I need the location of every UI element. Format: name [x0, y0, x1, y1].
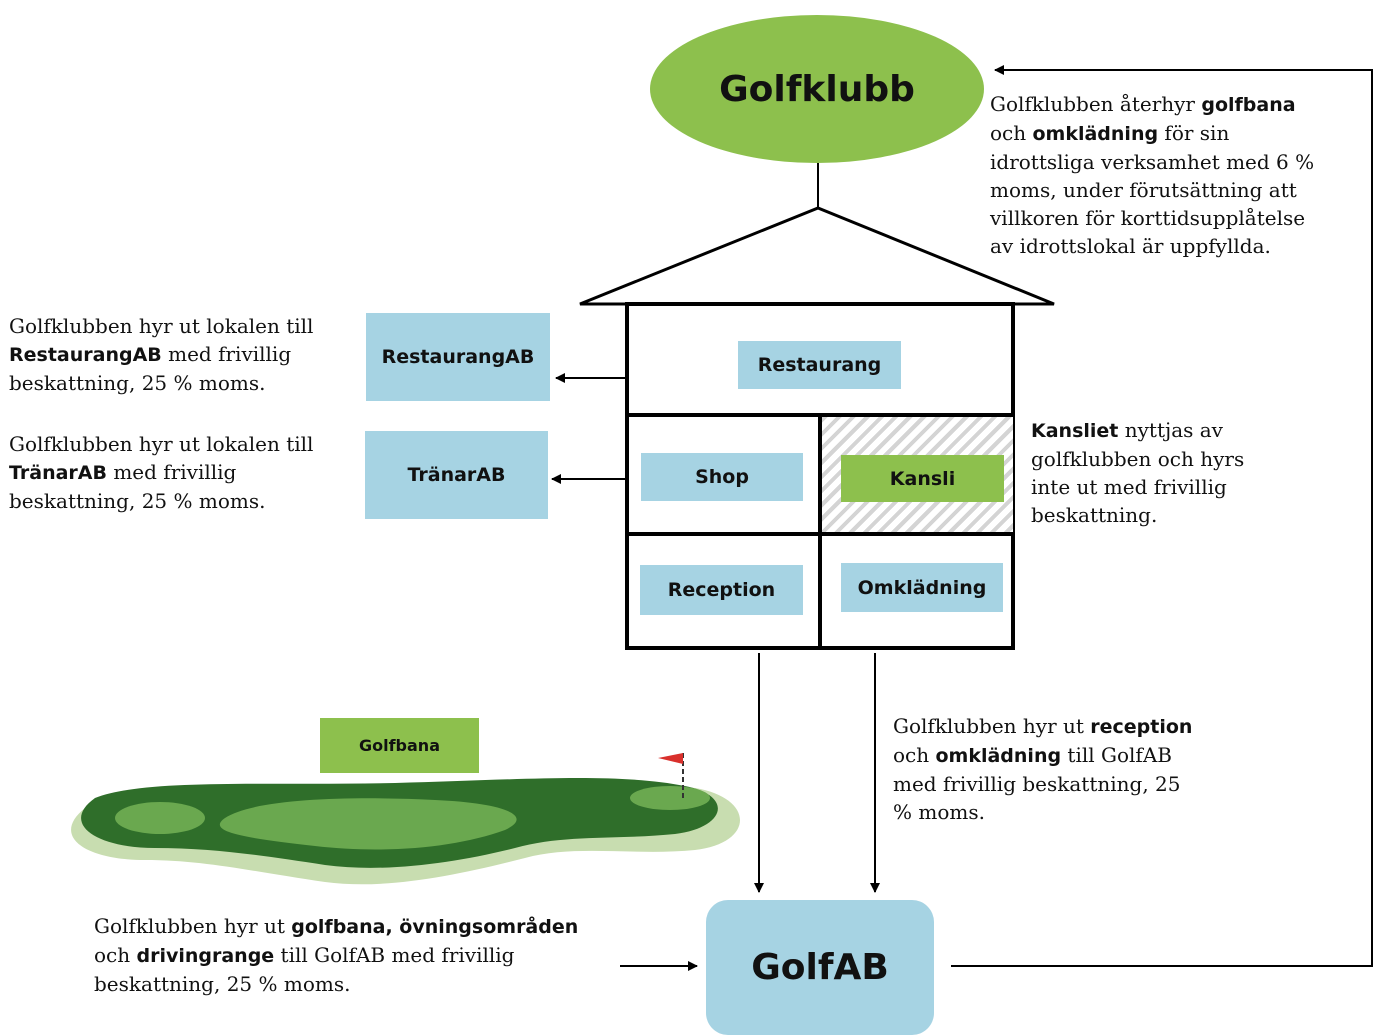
house-roof	[579, 206, 1055, 306]
golfklubb-label: Golfklubb	[719, 68, 915, 110]
course-fairway-light	[219, 798, 517, 850]
note-tranarab: Golfklubben hyr ut lokalen till TränarAB…	[9, 432, 314, 513]
course-tee-area	[115, 802, 205, 834]
room-kansli: Kansli	[841, 455, 1004, 502]
golfab-label: GolfAB	[751, 947, 889, 988]
note-restaurangab: Golfklubben hyr ut lokalen till Restaura…	[9, 314, 314, 395]
golfbana-label-box: Golfbana	[320, 718, 479, 773]
room-reception: Reception	[640, 565, 803, 615]
course-green	[630, 786, 710, 810]
golfab-node: GolfAB	[706, 900, 934, 1035]
restaurangab-node: RestaurangAB	[366, 313, 550, 401]
golf-course-illustration	[71, 753, 741, 885]
room-omkladning: Omklädning	[841, 563, 1003, 612]
course-flag	[658, 753, 683, 764]
note-reception-omkladning: Golfklubben hyr ut reception och omklädn…	[893, 714, 1193, 824]
room-shop: Shop	[641, 453, 803, 501]
return-line-golfab-to-golfklubb	[951, 65, 1373, 967]
room-restaurang: Restaurang	[738, 341, 901, 389]
note-golfbana: Golfklubben hyr ut golfbana, övningsområ…	[94, 914, 579, 996]
note-kansliet: Kansliet nyttjas av golfklubben och hyrs…	[1031, 418, 1245, 527]
golfklubb-node: Golfklubb	[650, 15, 984, 163]
tranarab-node: TränarAB	[365, 431, 548, 519]
note-golfklubben-aterhyr: Golfklubben återhyr golfbana och omklädn…	[990, 92, 1315, 258]
